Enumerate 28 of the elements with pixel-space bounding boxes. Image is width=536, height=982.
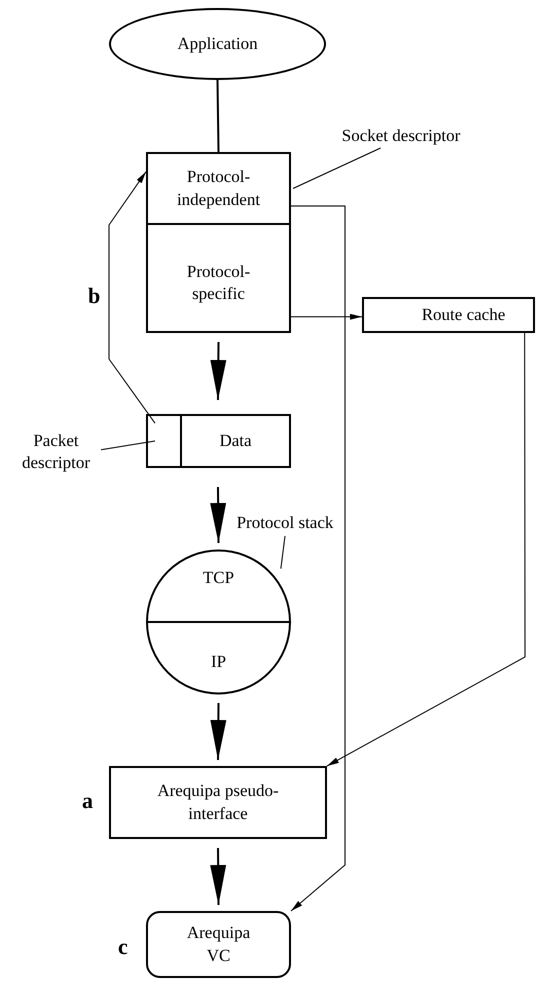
process-ellipse: Application — [109, 8, 326, 80]
arrow — [210, 486, 226, 544]
annotation-text: Socket descriptor — [316, 124, 486, 148]
arrow — [108, 171, 156, 424]
leader-line — [292, 148, 382, 189]
callout-letter: c — [118, 936, 128, 958]
arrow — [326, 332, 526, 766]
arrow — [210, 342, 226, 400]
arrow — [210, 702, 226, 760]
process-box: Protocol-specific — [146, 225, 291, 333]
edge-label: b — [88, 285, 100, 307]
arrow — [290, 314, 362, 320]
process-box: Protocol-independent — [146, 152, 291, 225]
arrow — [210, 848, 226, 906]
process-box — [146, 414, 182, 468]
process-box: Data — [182, 414, 291, 468]
node-label: TCP — [202, 567, 234, 589]
arrow — [290, 206, 346, 912]
process-box: Route cache — [362, 297, 535, 333]
rounded-box: Arequipa VC — [146, 911, 291, 978]
annotation-text: Packet descriptor — [6, 429, 106, 475]
annotation-text: Protocol stack — [232, 510, 338, 536]
node-label: IP — [210, 650, 226, 673]
leader-line — [100, 440, 156, 450]
callout-letter: a — [82, 790, 93, 812]
process-box: Arequipa pseudo-interface — [109, 766, 327, 839]
connector-line — [216, 80, 220, 152]
leader-line — [280, 536, 286, 570]
